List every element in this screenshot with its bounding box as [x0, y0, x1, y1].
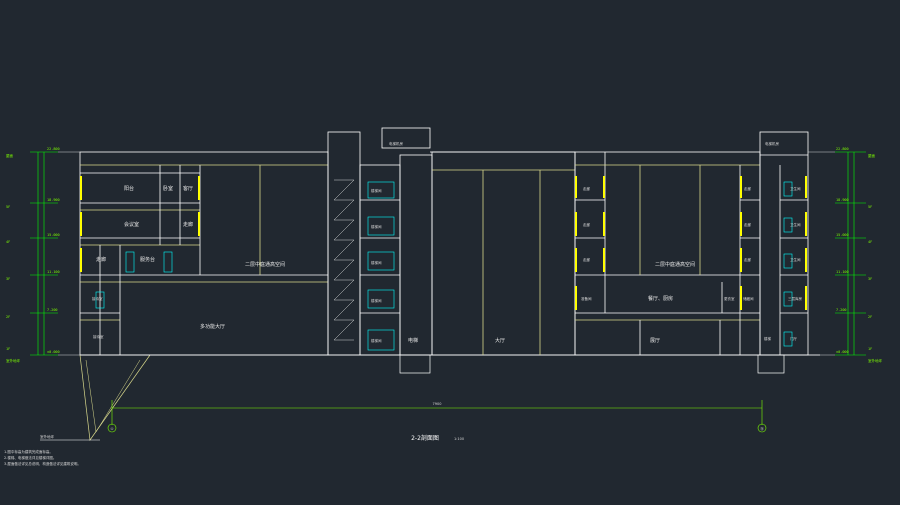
level-label: 2F [868, 315, 872, 319]
room-label: 大厅 [495, 337, 505, 344]
level-label: 3F [868, 277, 872, 281]
room-label: 走廊 [744, 257, 752, 262]
room-label: 卫生间 [790, 186, 801, 191]
room-label: 电梯 [408, 337, 418, 344]
room-label: 走廊 [744, 222, 752, 227]
level-value: 18.900 [836, 198, 849, 202]
room-label: 楼梯 [764, 336, 772, 341]
level-value: 22.800 [47, 147, 60, 151]
room-label: 走廊 [583, 257, 591, 262]
note-line: 3.屋面做法详见总说明，构造做法详见建筑说明。 [4, 461, 81, 466]
left-level-ladder [30, 151, 80, 356]
room-label: 卫生间 [790, 257, 801, 262]
axis-label-left: ① [110, 427, 113, 431]
level-label: 室外地坪 [868, 358, 882, 363]
right-doors [783, 181, 793, 347]
level-label: 1F [6, 347, 10, 351]
drawing-scale: 1:100 [454, 437, 464, 441]
room-label: 接待室 [92, 296, 103, 301]
room-label: 电梯机房 [765, 141, 779, 146]
level-label: 室外地坪 [6, 358, 20, 363]
room-label: 阳台 [124, 185, 134, 192]
room-label: 服务台 [140, 256, 155, 263]
room-label: 走廊 [583, 222, 591, 227]
level-value: 11.100 [836, 270, 849, 274]
level-label: 2F [6, 315, 10, 319]
room-label: 准备间 [581, 296, 592, 301]
drawing-title: 2-2剖面图 [411, 434, 439, 442]
right-windows [575, 176, 807, 310]
room-label: 展厅 [650, 338, 660, 344]
room-label: 多功能大厅 [200, 323, 225, 330]
level-value: ±0.000 [836, 350, 849, 354]
room-label: 接待室 [93, 334, 104, 339]
room-label: 电梯机房 [389, 141, 403, 146]
ground [40, 354, 820, 441]
room-label: 储藏间 [743, 296, 754, 301]
level-value: 7.200 [47, 308, 58, 312]
room-label: 更衣室 [724, 296, 735, 301]
right-tower [759, 131, 809, 356]
level-label: 屋面 [6, 153, 13, 158]
ground-tag: 室外地坪 [40, 434, 54, 439]
level-value: 7.200 [836, 308, 847, 312]
level-label: 屋面 [868, 153, 876, 158]
room-label: 走廊 [583, 186, 591, 191]
stair-flights [333, 179, 355, 341]
note-line: 1.图中标高为建筑完成面标高。 [4, 449, 53, 454]
level-label: 4F [868, 240, 872, 244]
level-value: ±0.000 [47, 350, 60, 354]
level-value: 15.000 [47, 233, 60, 237]
room-label: 楼梯间 [371, 338, 382, 343]
level-label: 5F [868, 205, 872, 209]
room-label: 楼梯间 [371, 224, 382, 229]
right-level-ladder [808, 151, 866, 356]
room-label: 卫生间 [790, 222, 801, 227]
room-label: 楼梯间 [371, 298, 382, 303]
stair-doors [367, 181, 395, 351]
note-line: 2.楼梯、电梯做法详见楼梯详图。 [4, 455, 56, 460]
left-windows [80, 176, 200, 272]
right-block [574, 151, 761, 356]
dimension-line [107, 400, 767, 433]
room-label: 楼梯间 [371, 188, 382, 193]
level-label: 5F [6, 205, 10, 209]
room-label: 走廊 [96, 256, 106, 263]
room-label: 走廊 [744, 186, 752, 191]
room-label: 餐厅、厨房 [648, 295, 673, 302]
room-label: 会议室 [124, 221, 139, 228]
room-label: 客厅 [183, 185, 193, 192]
room-label: 三层库房 [788, 296, 802, 301]
left-doors [95, 251, 173, 309]
level-value: 22.800 [836, 147, 849, 151]
level-value: 15.000 [836, 233, 849, 237]
room-label: 门厅 [790, 336, 798, 341]
level-value: 18.900 [47, 198, 60, 202]
room-label: 楼梯间 [371, 260, 382, 265]
overall-dimension: 7900 [433, 402, 442, 406]
axis-label-right: ⑭ [760, 426, 764, 431]
room-label: 二层中庭通高空间 [245, 261, 285, 268]
level-label: 4F [6, 240, 10, 244]
center-block [431, 151, 576, 356]
level-label: 3F [6, 277, 10, 281]
level-value: 11.100 [47, 270, 60, 274]
room-label: 走廊 [183, 221, 193, 228]
room-label: 二层中庭通高空间 [655, 261, 695, 268]
level-label: 1F [868, 347, 872, 351]
stair-tower [327, 127, 575, 356]
room-label: 卧室 [163, 185, 173, 192]
